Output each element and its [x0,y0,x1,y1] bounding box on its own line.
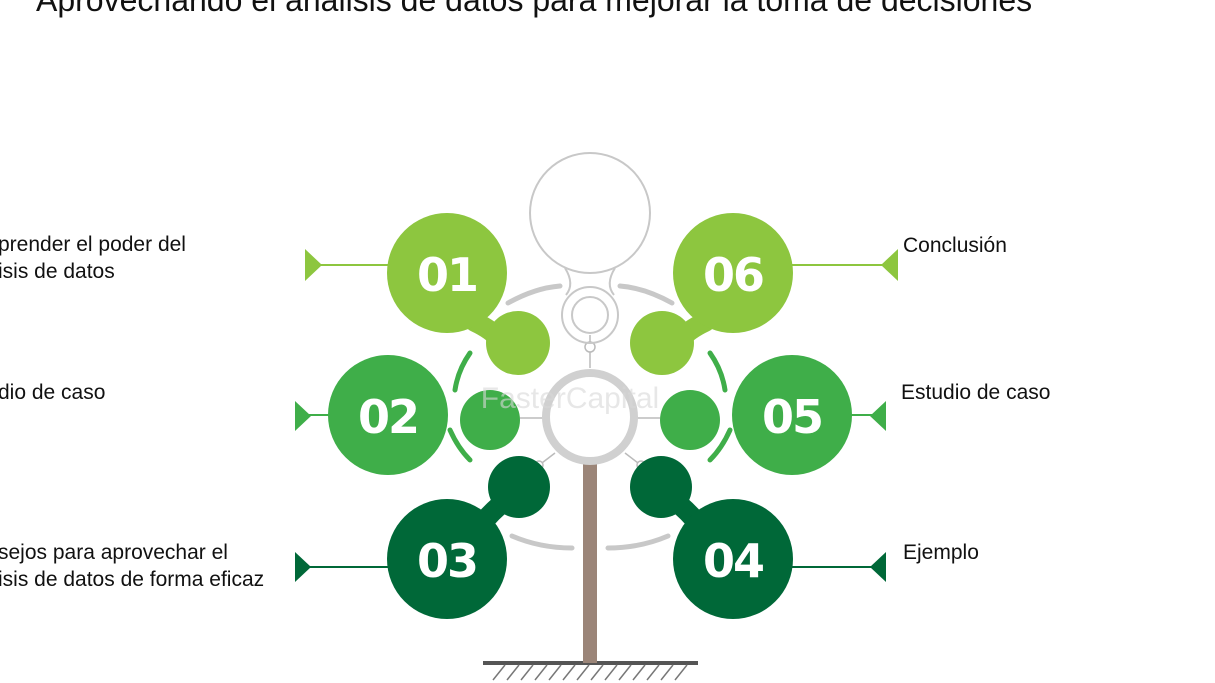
leaf-02: 02 [328,350,520,475]
arrow-marker-06 [881,249,898,281]
leaf-number-06: 06 [703,248,763,302]
label-02: dio de caso [0,379,105,406]
label-03: sejos para aprovechar el isis de datos d… [0,539,264,593]
leaf-number-05: 05 [762,390,822,444]
leaf-number-04: 04 [703,534,763,588]
arrow-marker-02 [295,401,311,431]
label-05: Estudio de caso [901,379,1050,406]
page-title: Aprovechando el análisis de datos para m… [36,0,1033,18]
leaf-number-02: 02 [358,390,418,444]
label-06: Conclusión [903,232,1007,259]
leaf-01: 01 [387,213,550,375]
arrow-marker-03 [295,552,311,582]
leaf-05: 05 [660,350,852,475]
top-bulb [529,152,651,344]
tree-trunk [583,456,597,663]
watermark: FasterCapital [481,382,659,415]
ground [483,661,698,681]
label-01-line-2: isis de datos [0,260,115,283]
connector-lines [308,264,882,568]
branch-arcs [505,283,675,551]
label-04: Ejemplo [903,539,979,566]
arrow-marker-05 [870,401,886,431]
center-ring [542,369,638,465]
label-05-line-1: Estudio de caso [901,381,1051,404]
label-04-line-1: Ejemplo [903,541,979,564]
label-06-line-1: Conclusión [903,234,1007,257]
leaf-number-03: 03 [417,534,477,588]
label-01-line-1: prender el poder del [0,233,186,256]
arrow-marker-04 [870,552,886,582]
label-01: prender el poder del isis de datos [0,231,186,285]
arrow-markers [295,249,898,582]
leaf-06: 06 [630,213,793,375]
label-03-line-1: sejos para aprovechar el [0,541,228,564]
label-02-line-1: dio de caso [0,381,106,404]
leaf-04: 04 [630,456,793,619]
label-03-line-2: isis de datos de forma eficaz [0,568,265,591]
arrow-marker-01 [305,249,322,281]
leaf-03: 03 [387,456,550,619]
leaf-number-01: 01 [417,248,477,302]
